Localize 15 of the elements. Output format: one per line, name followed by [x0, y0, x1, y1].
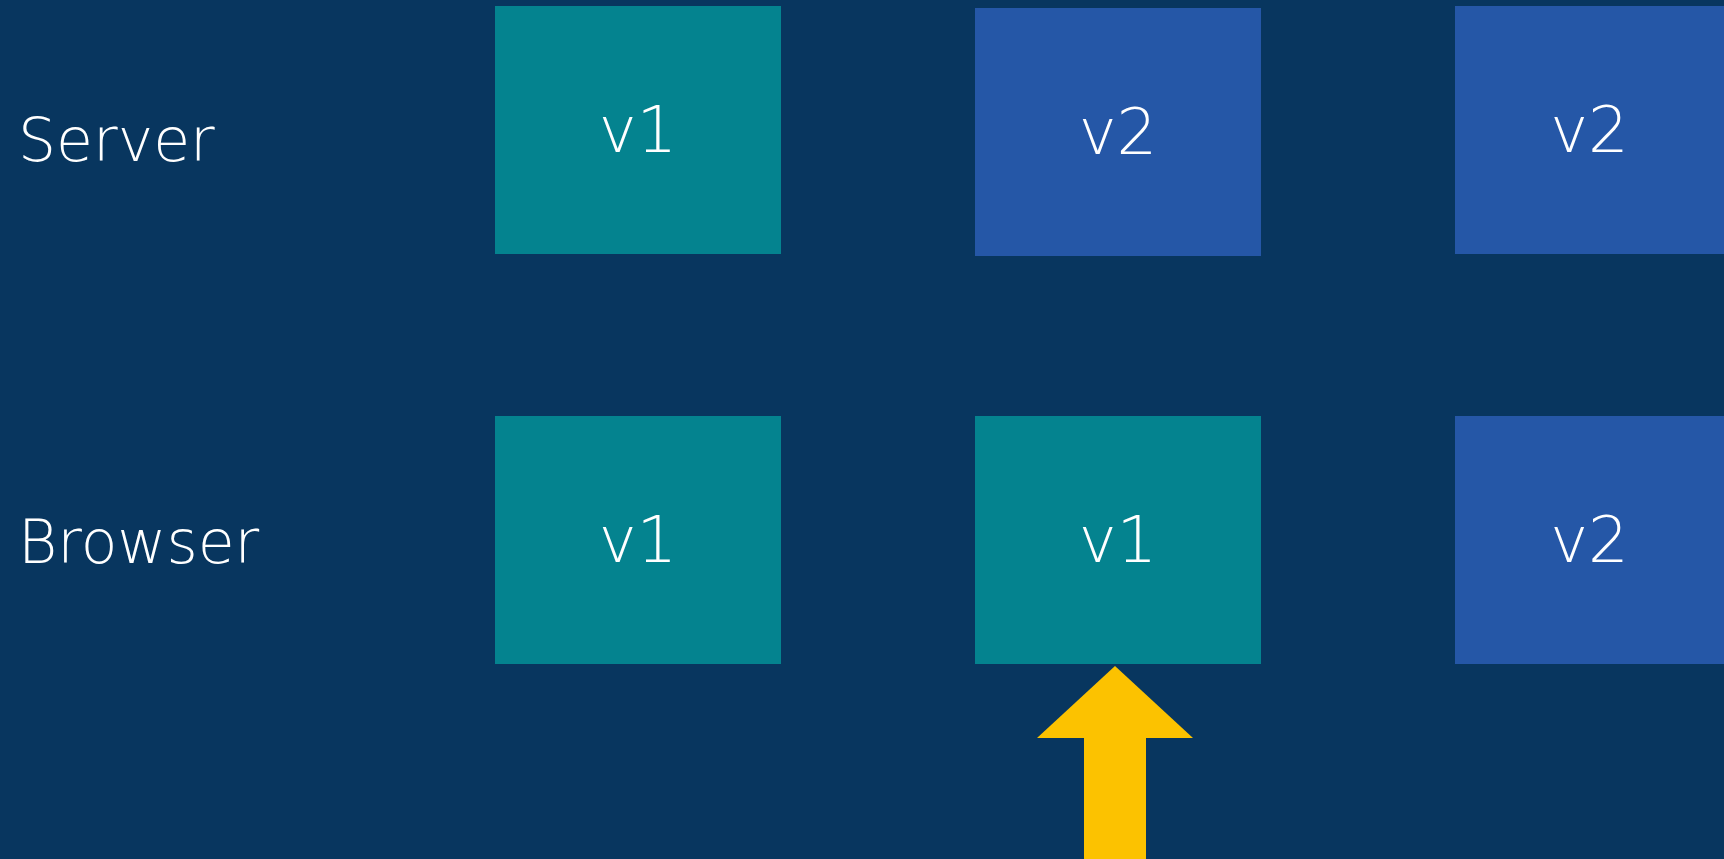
version-label: v2 — [1550, 503, 1629, 577]
version-box — [1455, 6, 1724, 254]
row-label: Browser — [18, 512, 260, 572]
version-box — [495, 416, 781, 664]
version-label: v2 — [1550, 93, 1629, 167]
version-label: v2 — [1078, 95, 1158, 169]
version-box — [975, 416, 1261, 664]
version-label: v1 — [598, 93, 678, 167]
version-box — [1455, 416, 1724, 664]
version-box — [495, 6, 781, 254]
version-box — [975, 8, 1261, 256]
row-label: Server — [18, 110, 215, 170]
version-label: v1 — [1078, 503, 1158, 577]
block-arrow — [1037, 666, 1193, 859]
version-label: v1 — [598, 503, 678, 577]
